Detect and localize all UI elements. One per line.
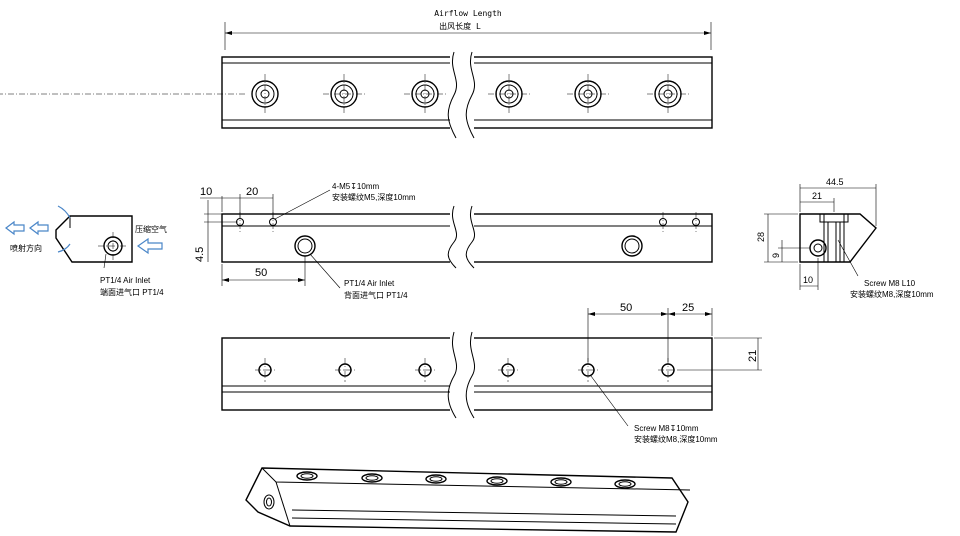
mount-hole — [415, 358, 435, 382]
nozzle-hole — [647, 74, 689, 114]
dim-21-section: 21 — [812, 191, 822, 201]
m8-depth-note-cn: 安装螺纹M8,深度10mm — [634, 434, 718, 444]
dim-4-5: 4.5 — [194, 247, 206, 262]
dim-21-bottom: 21 — [747, 350, 759, 362]
m8-screw-note: Screw M8 L10 — [864, 279, 916, 288]
dim-50-side: 50 — [255, 267, 267, 279]
iso-hole — [296, 471, 318, 481]
dim-9: 9 — [771, 253, 781, 258]
mount-hole — [255, 358, 275, 382]
airflow-length-label-cn: 出风长度 L — [439, 21, 481, 31]
end-view: 压缩空气 喷射方向 PT1/4 Air Inlet 端面进气口 PT1/4 — [5, 205, 167, 297]
nozzle-hole — [323, 74, 365, 114]
mount-hole — [335, 358, 355, 382]
jet-direction-label: 喷射方向 — [10, 243, 42, 253]
airflow-length-label: Airflow Length — [434, 9, 502, 18]
dim-25-bottom: 25 — [682, 302, 694, 314]
bottom-view: 50 25 21 Screw M8↧10mm 安装螺纹M8,深度10mm — [221, 302, 762, 444]
dim-10-section: 10 — [803, 275, 813, 285]
m5-note-cn: 安装螺纹M5,深度10mm — [332, 192, 416, 202]
jet-arrow-icon — [5, 220, 25, 236]
iso-hole — [614, 479, 636, 489]
dim-20-side: 20 — [246, 186, 258, 198]
back-inlet-label: PT1/4 Air Inlet — [344, 279, 395, 288]
section-view: 44.5 21 28 9 10 Screw M8 L10 安装螺纹M8,深度10… — [756, 177, 934, 299]
iso-hole — [550, 477, 572, 487]
isometric-view — [245, 467, 691, 533]
nozzle-hole — [567, 74, 609, 114]
dim-10-side: 10 — [200, 186, 212, 198]
nozzle-hole — [488, 74, 530, 114]
top-view: Airflow Length 出风长度 L — [0, 9, 713, 140]
compressed-air-label: 压缩空气 — [135, 224, 167, 234]
mount-hole — [498, 358, 518, 382]
iso-hole — [486, 476, 508, 486]
iso-hole — [361, 473, 383, 483]
side-view: 10 20 4.5 50 4-M5↧10mm 安装螺纹M5,深度10mm PT1… — [194, 182, 713, 300]
dim-50-bottom: 50 — [620, 302, 632, 314]
jet-arrow-icon — [29, 220, 49, 236]
iso-hole — [425, 474, 447, 484]
dim-28: 28 — [756, 232, 766, 242]
m8-screw-note-cn: 安装螺纹M8,深度10mm — [850, 289, 934, 299]
m5-note: 4-M5↧10mm — [332, 182, 379, 191]
end-inlet-label: PT1/4 Air Inlet — [100, 276, 151, 285]
dim-44-5: 44.5 — [826, 177, 844, 187]
air-input-arrow-icon — [136, 237, 163, 255]
end-inlet-label-cn: 端面进气口 PT1/4 — [100, 287, 164, 297]
m8-depth-note: Screw M8↧10mm — [634, 424, 699, 433]
nozzle-hole — [404, 74, 446, 114]
back-inlet-label-cn: 背面进气口 PT1/4 — [344, 290, 408, 300]
nozzle-hole — [0, 74, 279, 114]
